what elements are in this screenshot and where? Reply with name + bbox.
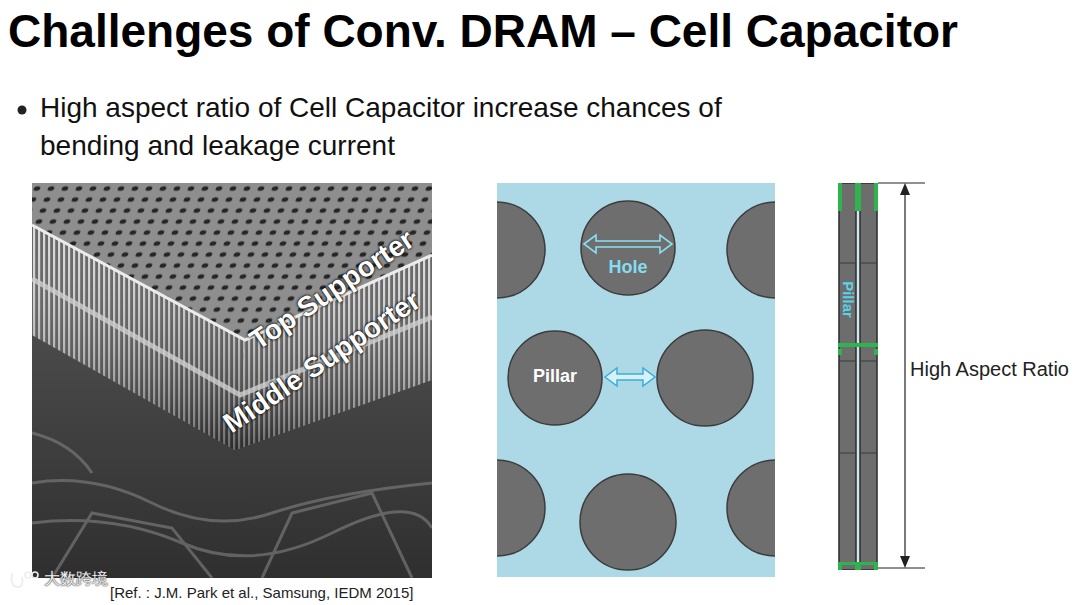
pillar-section-text: Pillar (840, 270, 857, 330)
watermark: 大数跨境 (44, 569, 108, 589)
pillar-circle: Pillar (507, 330, 603, 426)
bullet-dot (14, 100, 34, 120)
pillar-section-shape (838, 183, 878, 570)
dimension-label: High Aspect Ratio (910, 357, 1069, 381)
watermark-logo (8, 569, 42, 591)
hole-circle-shape (580, 200, 676, 296)
bullet-text: High aspect ratio of Cell Capacitor incr… (40, 89, 760, 165)
pillar-circle-text: Pillar (507, 366, 603, 387)
reference-note: [Ref. : J.M. Park et al., Samsung, IEDM … (110, 584, 413, 602)
hole-circle: Hole (580, 200, 676, 296)
hole-width-arrow (584, 235, 672, 253)
pillar-section: Pillar (838, 183, 878, 570)
hole-circle-text: Hole (580, 257, 676, 278)
slide-title: Challenges of Conv. DRAM – Cell Capacito… (8, 2, 958, 60)
spacing-arrow (605, 368, 655, 386)
substrate-pattern (32, 433, 432, 578)
